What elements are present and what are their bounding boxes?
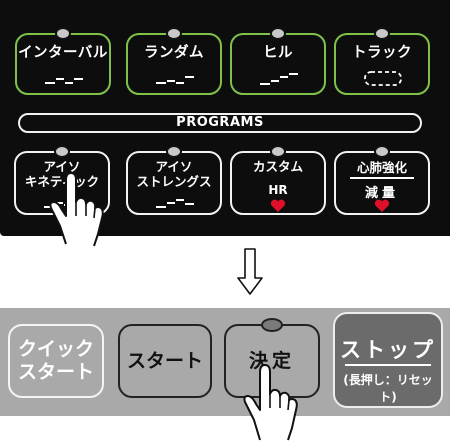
indicator-led <box>374 27 390 40</box>
program-label: アイソストレングス <box>136 159 212 189</box>
program-label: 心肺強化 <box>356 160 407 175</box>
random-profile-icon <box>156 76 194 84</box>
heart-icon <box>270 199 286 212</box>
pointing-hand-icon <box>49 172 104 247</box>
stop-label: ストップ <box>340 338 436 362</box>
hill-profile-icon <box>260 73 298 85</box>
stop-button[interactable]: ストップ (長押し：リセット) <box>333 312 443 408</box>
interval-profile-icon <box>45 78 83 84</box>
quick-start-button[interactable]: クイック スタート <box>8 324 104 398</box>
program-button-track[interactable]: トラック <box>334 27 430 95</box>
control-panel: クイック スタート スタート 決定 ストップ (長押し：リセット) <box>0 308 450 416</box>
program-label: トラック <box>352 45 412 61</box>
down-arrow-icon <box>237 248 263 295</box>
track-profile-icon <box>364 71 402 86</box>
program-label: インターバル <box>18 45 108 61</box>
enter-label: 決定 <box>248 350 295 372</box>
label-divider <box>345 364 431 366</box>
indicator-led <box>261 318 283 332</box>
hr-label: HR <box>268 183 288 197</box>
indicator-led <box>166 145 182 158</box>
program-label: カスタム <box>252 159 303 174</box>
program-label: アイソキネティック <box>24 159 100 189</box>
isostrength-profile-icon <box>156 199 194 208</box>
start-button[interactable]: スタート <box>118 324 212 398</box>
indicator-led <box>270 27 286 40</box>
weightloss-label: 減量 <box>364 186 399 201</box>
program-button-isostrength[interactable]: アイソストレングス <box>126 145 222 215</box>
program-label: ヒル <box>263 45 293 61</box>
program-button-random[interactable]: ランダム <box>126 27 222 95</box>
label-divider <box>350 177 414 179</box>
indicator-led <box>54 145 70 158</box>
stop-sublabel: (長押し：リセット) <box>343 373 433 404</box>
indicator-led <box>270 145 286 158</box>
indicator-led <box>166 27 182 40</box>
heart-icon <box>374 199 390 212</box>
program-label: ランダム <box>144 45 204 61</box>
program-button-interval[interactable]: インターバル <box>15 27 111 95</box>
programs-bar: PROGRAMS <box>18 113 422 133</box>
pointing-hand-icon <box>243 364 298 441</box>
indicator-led <box>55 27 71 40</box>
program-button-hill[interactable]: ヒル <box>230 27 326 95</box>
program-button-custom-hr[interactable]: カスタム HR <box>230 145 326 215</box>
indicator-led <box>374 145 390 158</box>
program-button-cardio-weightloss[interactable]: 心肺強化 減量 <box>334 145 430 215</box>
